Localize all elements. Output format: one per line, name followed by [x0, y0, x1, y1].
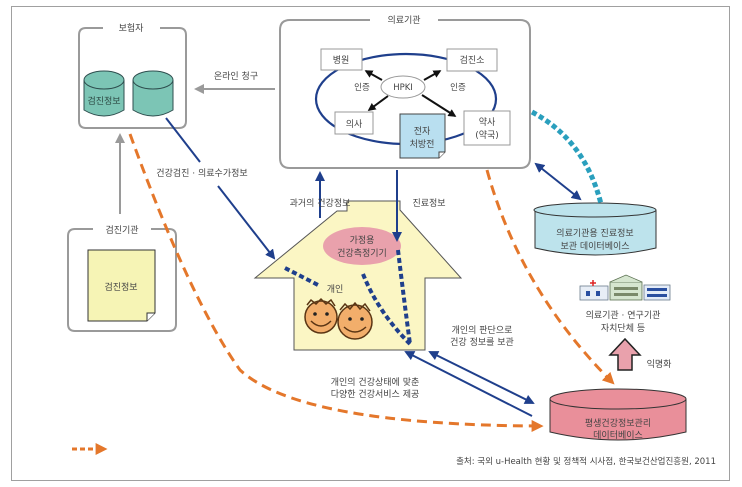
hpki-node	[380, 75, 426, 99]
institutions-buildings-icon	[579, 274, 671, 301]
medical-db: 의료기관용 진료정보 보관 데이터베이스	[533, 202, 657, 256]
online-claim-label: 온라인 청구	[214, 71, 258, 82]
pharmacist-node	[463, 110, 511, 146]
lifelong-db: 평생건강정보관리 데이터베이스	[549, 388, 687, 441]
home-device-line1: 가정용	[350, 235, 375, 246]
checkup-doc-fold	[146, 312, 155, 321]
house-dotted-right	[396, 249, 412, 345]
person-face-icon	[304, 297, 338, 334]
past-health-info-label: 과거의 건강정보	[290, 198, 351, 209]
doctor-node	[334, 111, 374, 135]
medical-frame	[279, 19, 531, 169]
hpki-to-hospital-arrow	[364, 70, 383, 81]
institutions-line1: 의료기관 · 연구기관	[586, 310, 661, 321]
hospital-node	[320, 48, 363, 71]
hospital-label: 병원	[333, 55, 350, 66]
service-line2: 다양한 건강서비스 제공	[331, 389, 420, 400]
home-device-line2: 건강측정기기	[337, 248, 387, 259]
anonymize-arrow-icon	[608, 337, 642, 371]
insurer-title: 보험자	[119, 23, 145, 34]
service-provide-arrow	[404, 351, 533, 417]
insurer-db-checkup: 검진정보	[83, 70, 125, 117]
checkup-fee-label: 건강검진 · 의료수가정보	[156, 167, 247, 179]
hpki-to-doctor-arrow	[367, 95, 389, 111]
insurer-frame	[78, 27, 187, 129]
outer-frame	[11, 6, 730, 481]
house-dotted-device	[361, 273, 412, 346]
source-caption: 출처: 국외 u-Health 현황 및 정책적 시사점, 한국보건산업진흥원,…	[456, 456, 716, 467]
pharmacist-line1: 약사	[479, 116, 496, 128]
institutions-line2: 자치단체 등	[601, 322, 645, 334]
checkup-fee-arrow-lower	[217, 185, 276, 260]
store-info-line2: 건강 정보를 보관	[450, 337, 514, 348]
individual-house: 가정용 건강측정기기 개인	[253, 200, 463, 351]
medical-db-line1: 의료기관용 진료정보	[556, 228, 633, 239]
lifelong-db-line2: 데이터베이스	[593, 430, 643, 441]
individual-label: 개인	[327, 284, 344, 295]
checkup-org-title: 검진기관	[105, 224, 138, 236]
medical-institution-group: 의료기관 HPKI 인증 인증 병원 검진소 의사 전자 처방전 약사 (약국)	[279, 15, 531, 169]
treatment-info-label: 진료정보	[412, 198, 445, 209]
medical-db-line2: 보관 데이터베이스	[560, 241, 629, 252]
home-device-node	[323, 227, 401, 265]
store-info-line1: 개인의 판단으로	[452, 325, 513, 336]
eprescription-line1: 전자	[414, 126, 431, 137]
doctor-label: 의사	[346, 119, 363, 130]
hpki-to-pharmacist-arrow	[421, 94, 457, 117]
store-info-arrow	[428, 351, 535, 404]
checkup-fee-arrow-upper	[165, 117, 201, 163]
anonymize-label: 익명화	[647, 358, 672, 370]
insurer-group: 보험자 검진정보	[78, 23, 187, 129]
cyan-dotted-flow	[530, 109, 604, 205]
checkup-org-doc-label: 검진정보	[104, 281, 137, 293]
lifelong-db-line1: 평생건강정보관리	[585, 418, 651, 429]
auth-right-label: 인증	[450, 82, 466, 93]
house-dotted-left	[284, 266, 319, 287]
eprescription-fold	[438, 151, 445, 158]
insurer-db-label: 검진정보	[87, 95, 120, 107]
checkup-org-frame	[67, 228, 177, 332]
medical-title: 의료기관	[387, 15, 420, 26]
pharmacist-line2: (약국)	[475, 129, 499, 141]
hpki-label: HPKI	[393, 83, 413, 93]
orange-flow-medical-to-lifelong	[485, 169, 615, 385]
eprescription-line2: 처방전	[410, 138, 435, 150]
checkup-center-node	[446, 48, 498, 72]
checkup-org-group: 검진기관 검진정보	[67, 224, 177, 332]
person-face-icon-2	[337, 301, 373, 340]
auth-left-label: 인증	[354, 82, 370, 93]
medical-db-sync-arrow	[534, 162, 582, 201]
service-line1: 개인의 건강상태에 맞춘	[331, 376, 420, 388]
insurer-db-second	[132, 70, 174, 117]
orange-flow-insurer-to-lifelong	[128, 133, 544, 432]
checkup-center-label: 검진소	[460, 54, 485, 66]
hpki-to-checkup-arrow	[423, 70, 442, 81]
